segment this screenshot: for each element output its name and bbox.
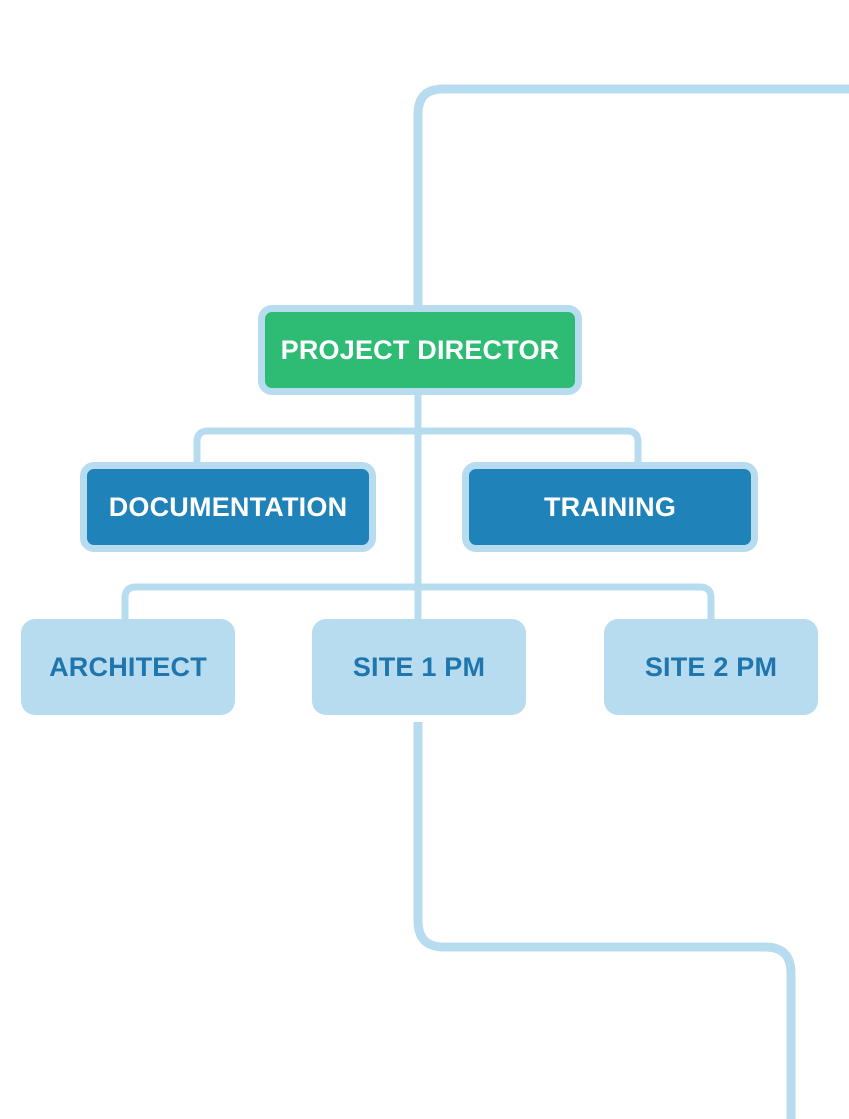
node-architect-label: ARCHITECT xyxy=(49,651,207,682)
node-site-1-pm: SITE 1 PM xyxy=(312,619,526,715)
node-project-director: PROJECT DIRECTOR xyxy=(258,305,582,395)
role-bracket-line xyxy=(121,583,715,619)
node-site-1-pm-label: SITE 1 PM xyxy=(352,651,486,682)
node-project-director-label: PROJECT DIRECTOR xyxy=(280,334,560,365)
node-training: TRAINING xyxy=(462,462,758,552)
bottom-route-line xyxy=(413,722,796,1119)
node-site-2-pm-label: SITE 2 PM xyxy=(644,651,778,682)
department-bracket-line xyxy=(193,427,642,462)
top-route-line xyxy=(413,84,849,305)
node-documentation-label: DOCUMENTATION xyxy=(108,491,348,522)
node-training-label: TRAINING xyxy=(543,491,677,522)
node-site-2-pm: SITE 2 PM xyxy=(604,619,818,715)
node-architect: ARCHITECT xyxy=(21,619,235,715)
node-documentation: DOCUMENTATION xyxy=(80,462,376,552)
